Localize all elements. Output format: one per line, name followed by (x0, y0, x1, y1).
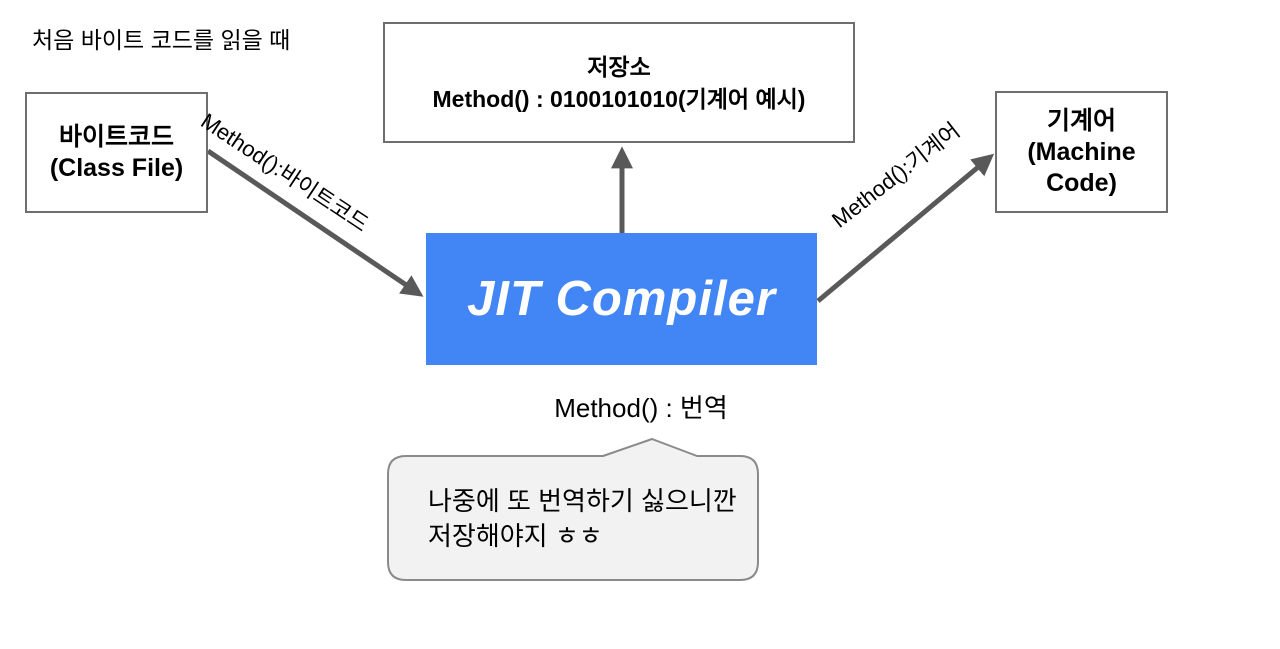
caption-first-read: 처음 바이트 코드를 읽을 때 (32, 27, 291, 53)
box-bytecode: 바이트코드 (Class File) (25, 92, 208, 213)
box-bytecode-title: 바이트코드 (58, 122, 174, 151)
box-storage-method-entry: Method() : 0100101010(기계어 예시) (432, 85, 806, 112)
box-machine-title: 기계어 (1046, 106, 1116, 135)
box-machine-code: 기계어 (Machine Code) (995, 91, 1168, 213)
box-storage-title: 저장소 (587, 53, 651, 80)
jit-compiler-label: JIT Compiler (467, 272, 776, 326)
box-jit-compiler: JIT Compiler (426, 233, 817, 365)
speech-bubble-line2: 저장해야지 ㅎㅎ (428, 521, 603, 551)
label-method-translate: Method() : 번역 (554, 393, 728, 423)
box-storage: 저장소 Method() : 0100101010(기계어 예시) (383, 22, 855, 143)
speech-bubble-text: 나중에 또 번역하기 싫으니깐 저장해야지 ㅎㅎ (428, 484, 737, 554)
box-bytecode-subtitle: (Class File) (49, 153, 184, 182)
box-machine-subtitle: (Machine Code) (1027, 137, 1136, 197)
speech-bubble-line1: 나중에 또 번역하기 싫으니깐 (428, 486, 737, 516)
arrow-label-bytecode-to-jit: Method():바이트코드 (196, 108, 374, 237)
